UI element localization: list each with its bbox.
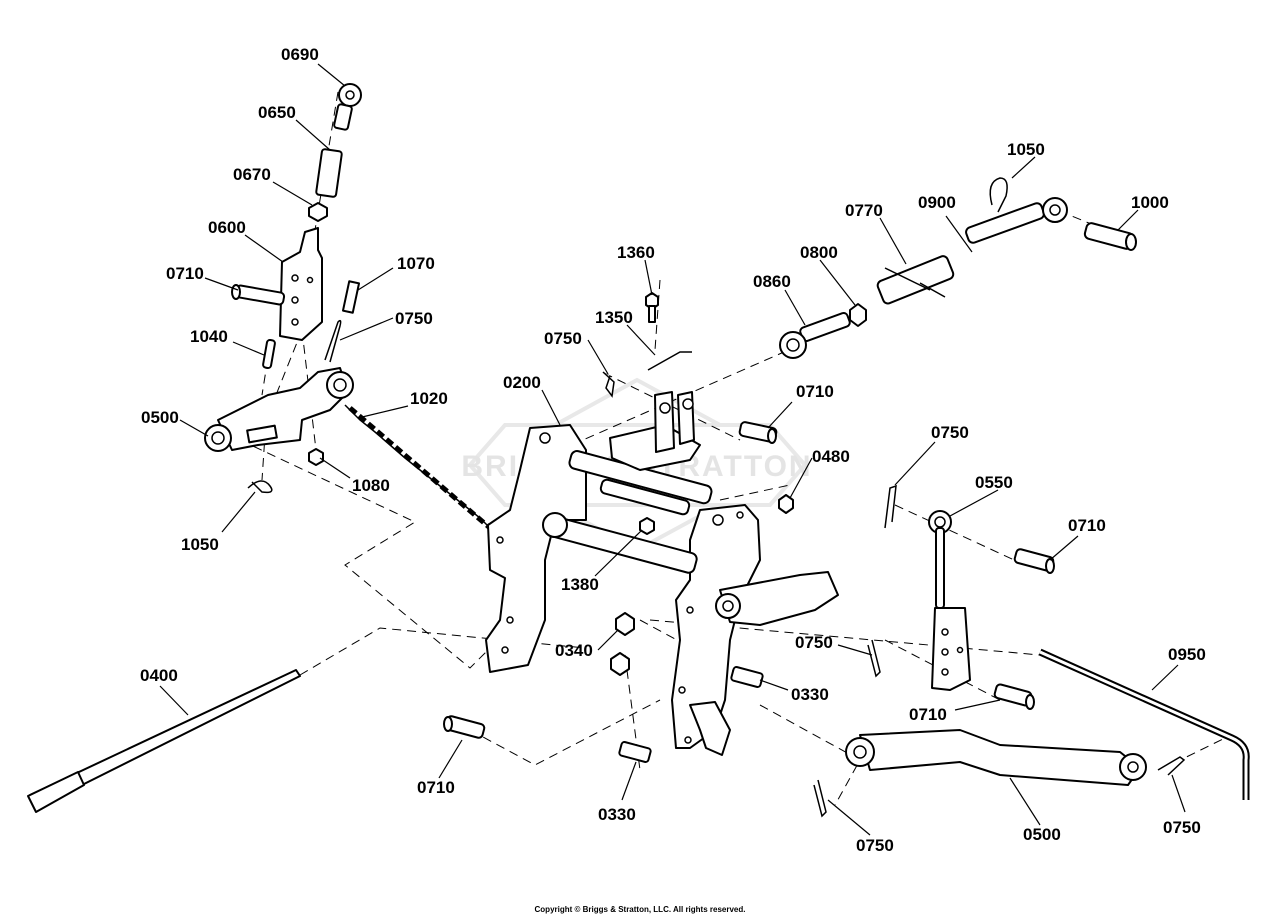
callout-labels: 0690 0650 0670 0600 0710 1070 0750 1040 …	[140, 45, 1206, 855]
callout-1080: 1080	[352, 476, 390, 495]
callout-0950: 0950	[1168, 645, 1206, 664]
jam-nut-0800	[849, 303, 867, 327]
callout-0200: 0200	[503, 373, 541, 392]
callout-0330: 0330	[598, 805, 636, 824]
callout-0710: 0710	[166, 264, 204, 283]
callout-1350: 1350	[595, 308, 633, 327]
callout-0750: 0750	[795, 633, 833, 652]
nuts-0340	[610, 612, 635, 676]
callout-0750: 0750	[931, 423, 969, 442]
callout-0600: 0600	[208, 218, 246, 237]
callout-0900: 0900	[918, 193, 956, 212]
hairpin-0750a	[324, 319, 342, 363]
callout-0480: 0480	[812, 447, 850, 466]
hairpin-0750b	[602, 371, 615, 398]
callout-1360: 1360	[617, 243, 655, 262]
nut-1080	[308, 448, 324, 466]
callout-0800: 0800	[800, 243, 838, 262]
clip-1050a	[247, 480, 273, 494]
callout-1050: 1050	[181, 535, 219, 554]
callout-0690: 0690	[281, 45, 319, 64]
assembly-lines	[239, 91, 1226, 806]
hairpin-0750e	[813, 779, 827, 818]
callout-0330: 0330	[791, 685, 829, 704]
leader-lines	[159, 63, 1186, 836]
turnbuckle-0770	[876, 255, 955, 305]
callout-1380: 1380	[561, 575, 599, 594]
bell-crank-0500	[204, 367, 354, 452]
callout-0710: 0710	[796, 382, 834, 401]
callout-0340: 0340	[555, 641, 593, 660]
callout-0550: 0550	[975, 473, 1013, 492]
hairpin-0750d	[867, 639, 881, 678]
pin-0710a	[231, 284, 286, 306]
callout-0500: 0500	[1023, 825, 1061, 844]
callout-0710: 0710	[1068, 516, 1106, 535]
callout-0750: 0750	[395, 309, 433, 328]
callout-1000: 1000	[1131, 193, 1169, 212]
bolt-0330a	[730, 666, 764, 688]
nut-0480	[778, 494, 794, 514]
lift-arm-right	[931, 607, 971, 691]
rod-0400	[27, 669, 301, 813]
rod-end-0900	[965, 197, 1068, 244]
callout-1020: 1020	[410, 389, 448, 408]
coupler-0650	[315, 148, 343, 198]
callout-1040: 1040	[190, 327, 228, 346]
callout-0860: 0860	[753, 272, 791, 291]
nut-1380	[639, 517, 655, 535]
hairpin-0750f	[1157, 756, 1186, 776]
callout-0670: 0670	[233, 165, 271, 184]
bell-crank-0500b	[845, 729, 1147, 786]
hairpin-0750c	[884, 484, 897, 529]
rod-end-0860	[779, 311, 851, 359]
callout-1050: 1050	[1007, 140, 1045, 159]
callout-1070: 1070	[397, 254, 435, 273]
link-0550	[928, 510, 952, 609]
bolt-0330b	[618, 741, 652, 763]
callout-0710: 0710	[417, 778, 455, 797]
pin-1040	[262, 338, 276, 370]
callout-0750: 0750	[544, 329, 582, 348]
rod-end-0690	[333, 83, 362, 131]
clip-1050b	[989, 177, 1008, 213]
callout-0750: 0750	[1163, 818, 1201, 837]
pin-0710c	[1013, 548, 1055, 574]
pin-0710b	[738, 421, 778, 444]
bolt-1360	[645, 292, 659, 323]
pin-1000	[1083, 222, 1137, 251]
frame-bracket-0200	[485, 424, 761, 756]
callout-0710: 0710	[909, 705, 947, 724]
pin-0710e	[443, 715, 486, 739]
pin-0710d	[993, 683, 1035, 710]
callout-0400: 0400	[140, 666, 178, 685]
chain-1020	[344, 404, 493, 531]
bolt-1070	[341, 280, 361, 314]
lift-arm-0600	[279, 227, 323, 341]
callout-0770: 0770	[845, 201, 883, 220]
lift-link-plate	[715, 571, 839, 626]
rod-0950	[1038, 648, 1250, 800]
callout-0750: 0750	[856, 836, 894, 855]
copyright-notice: Copyright © Briggs & Stratton, LLC. All …	[534, 905, 746, 914]
jam-nut-0670	[308, 202, 328, 222]
callout-0500: 0500	[141, 408, 179, 427]
callout-0650: 0650	[258, 103, 296, 122]
pivot-bracket-1350	[609, 351, 701, 471]
